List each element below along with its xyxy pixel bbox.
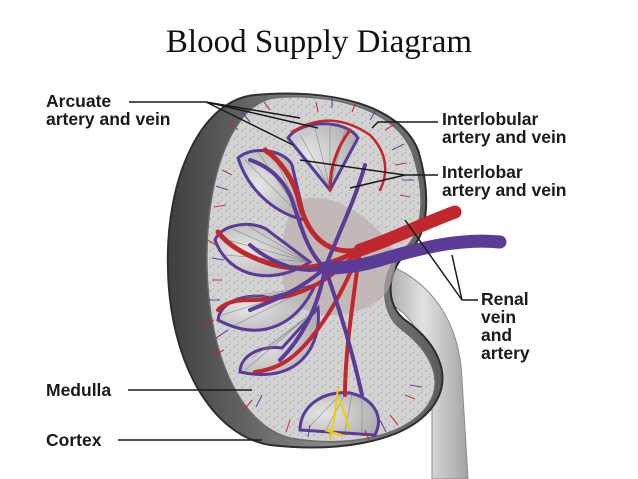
page-title: Blood Supply Diagram bbox=[165, 24, 473, 60]
arcuate-label: Arcuate artery and vein bbox=[46, 91, 171, 129]
renal-label: Renal vein and artery bbox=[481, 289, 530, 363]
ureter bbox=[377, 261, 469, 479]
arcuate-leader bbox=[129, 101, 319, 146]
renal-leader bbox=[404, 219, 478, 301]
nerve-fibers bbox=[324, 387, 351, 441]
medulla-label: Medulla bbox=[46, 380, 112, 400]
veins bbox=[248, 158, 507, 397]
pyramid-3 bbox=[213, 222, 313, 278]
leader-lines bbox=[118, 101, 478, 441]
interlobar-label: Interlobar artery and vein bbox=[442, 162, 567, 200]
interlobular-label: Interlobular artery and vein bbox=[442, 109, 567, 147]
cortex-label: Cortex bbox=[46, 430, 102, 450]
interlobar-leader bbox=[299, 159, 438, 189]
interlobular-leader bbox=[371, 121, 438, 129]
pyramid-6 bbox=[298, 391, 380, 437]
